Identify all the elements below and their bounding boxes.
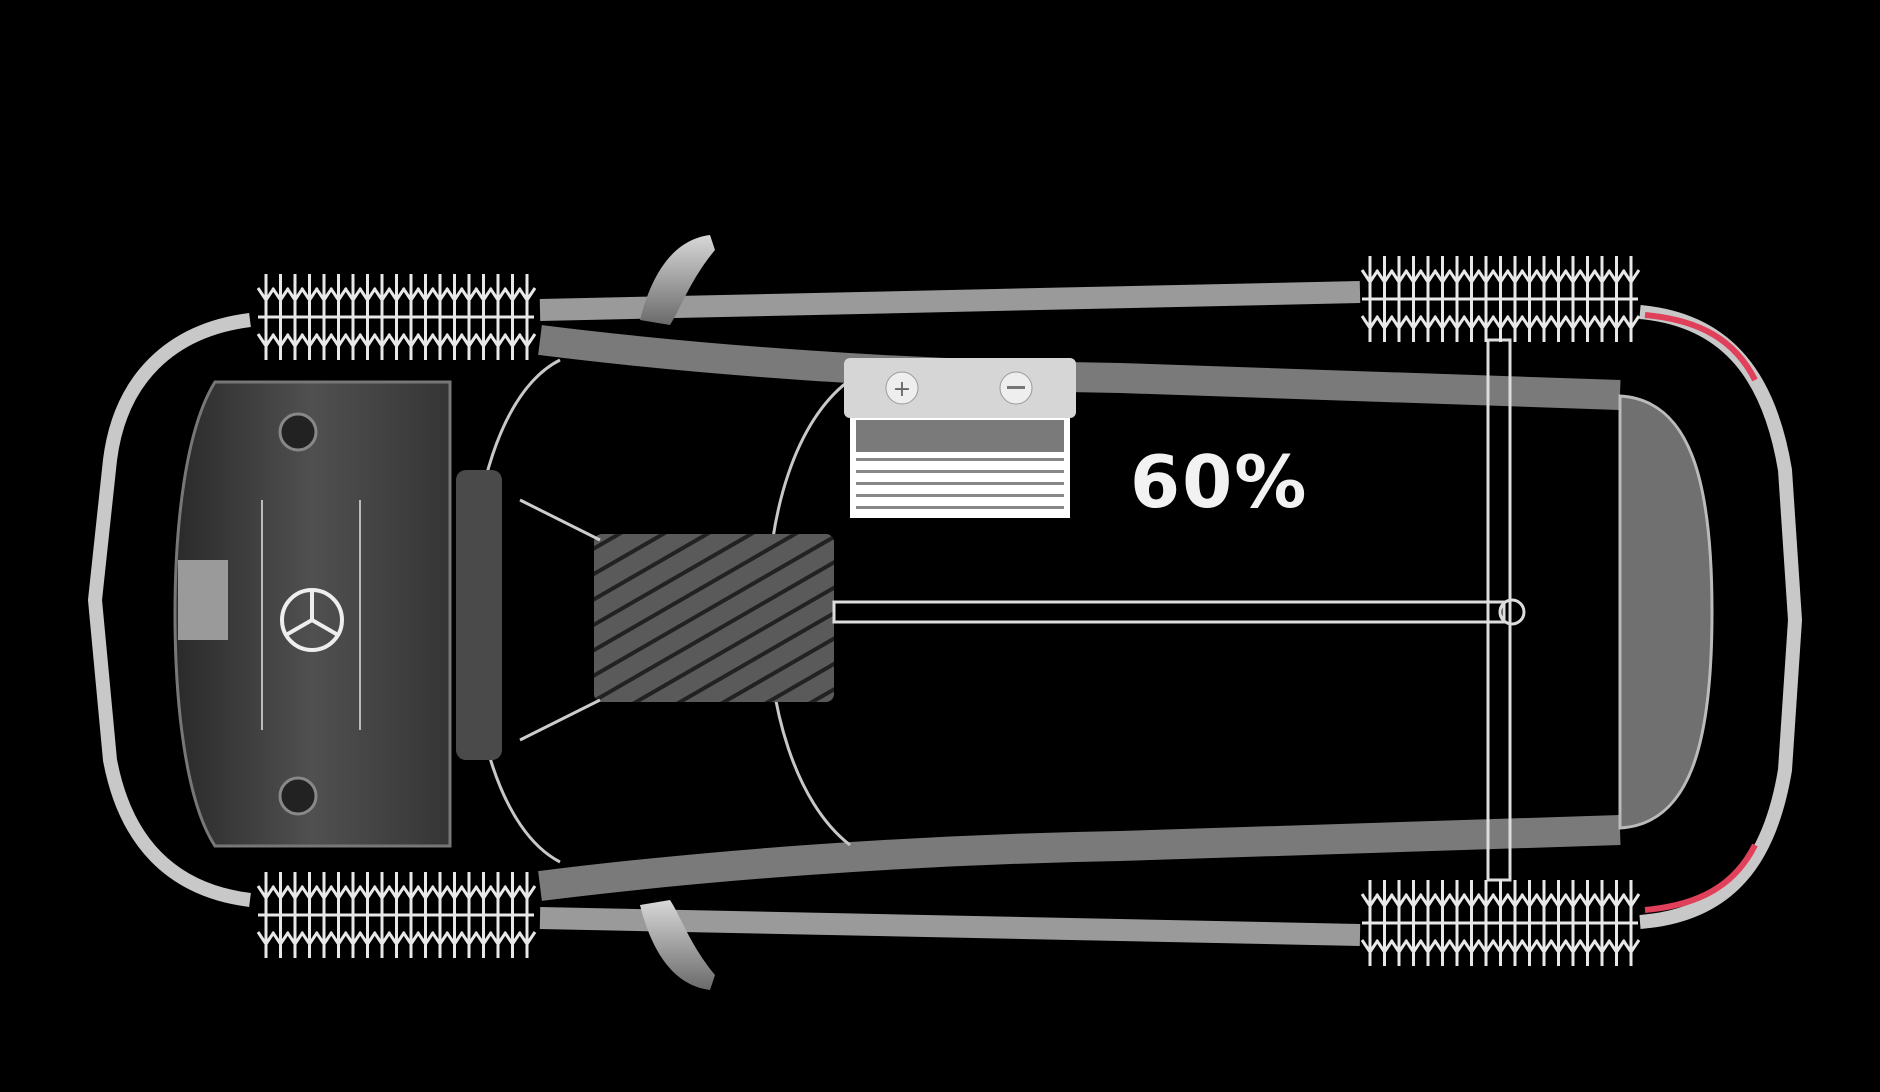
wheel-rear-left [1360,256,1641,342]
driveshaft [832,600,1506,624]
battery-cell-line [856,482,1064,485]
taillight-left [1644,312,1758,382]
mirror-left [640,235,715,325]
taillight-right [1644,843,1758,913]
battery-cell-line [856,494,1064,497]
battery-cell-line [856,470,1064,473]
wheels [256,256,1641,966]
battery-cell-line [856,506,1064,509]
three-pointed-star-icon [280,588,344,652]
mirror-right [640,900,715,990]
engine-cover [173,380,502,848]
transmission [594,534,834,702]
battery-charge-label: 60% [1130,440,1309,524]
battery-cell-line [856,458,1064,461]
svg-text:+: + [893,377,911,402]
battery-icon: + [844,358,1076,518]
wheel-front-left [256,274,537,360]
rear-window [1618,394,1714,830]
wheel-rear-right [1360,880,1641,966]
wheel-front-right [256,872,537,958]
